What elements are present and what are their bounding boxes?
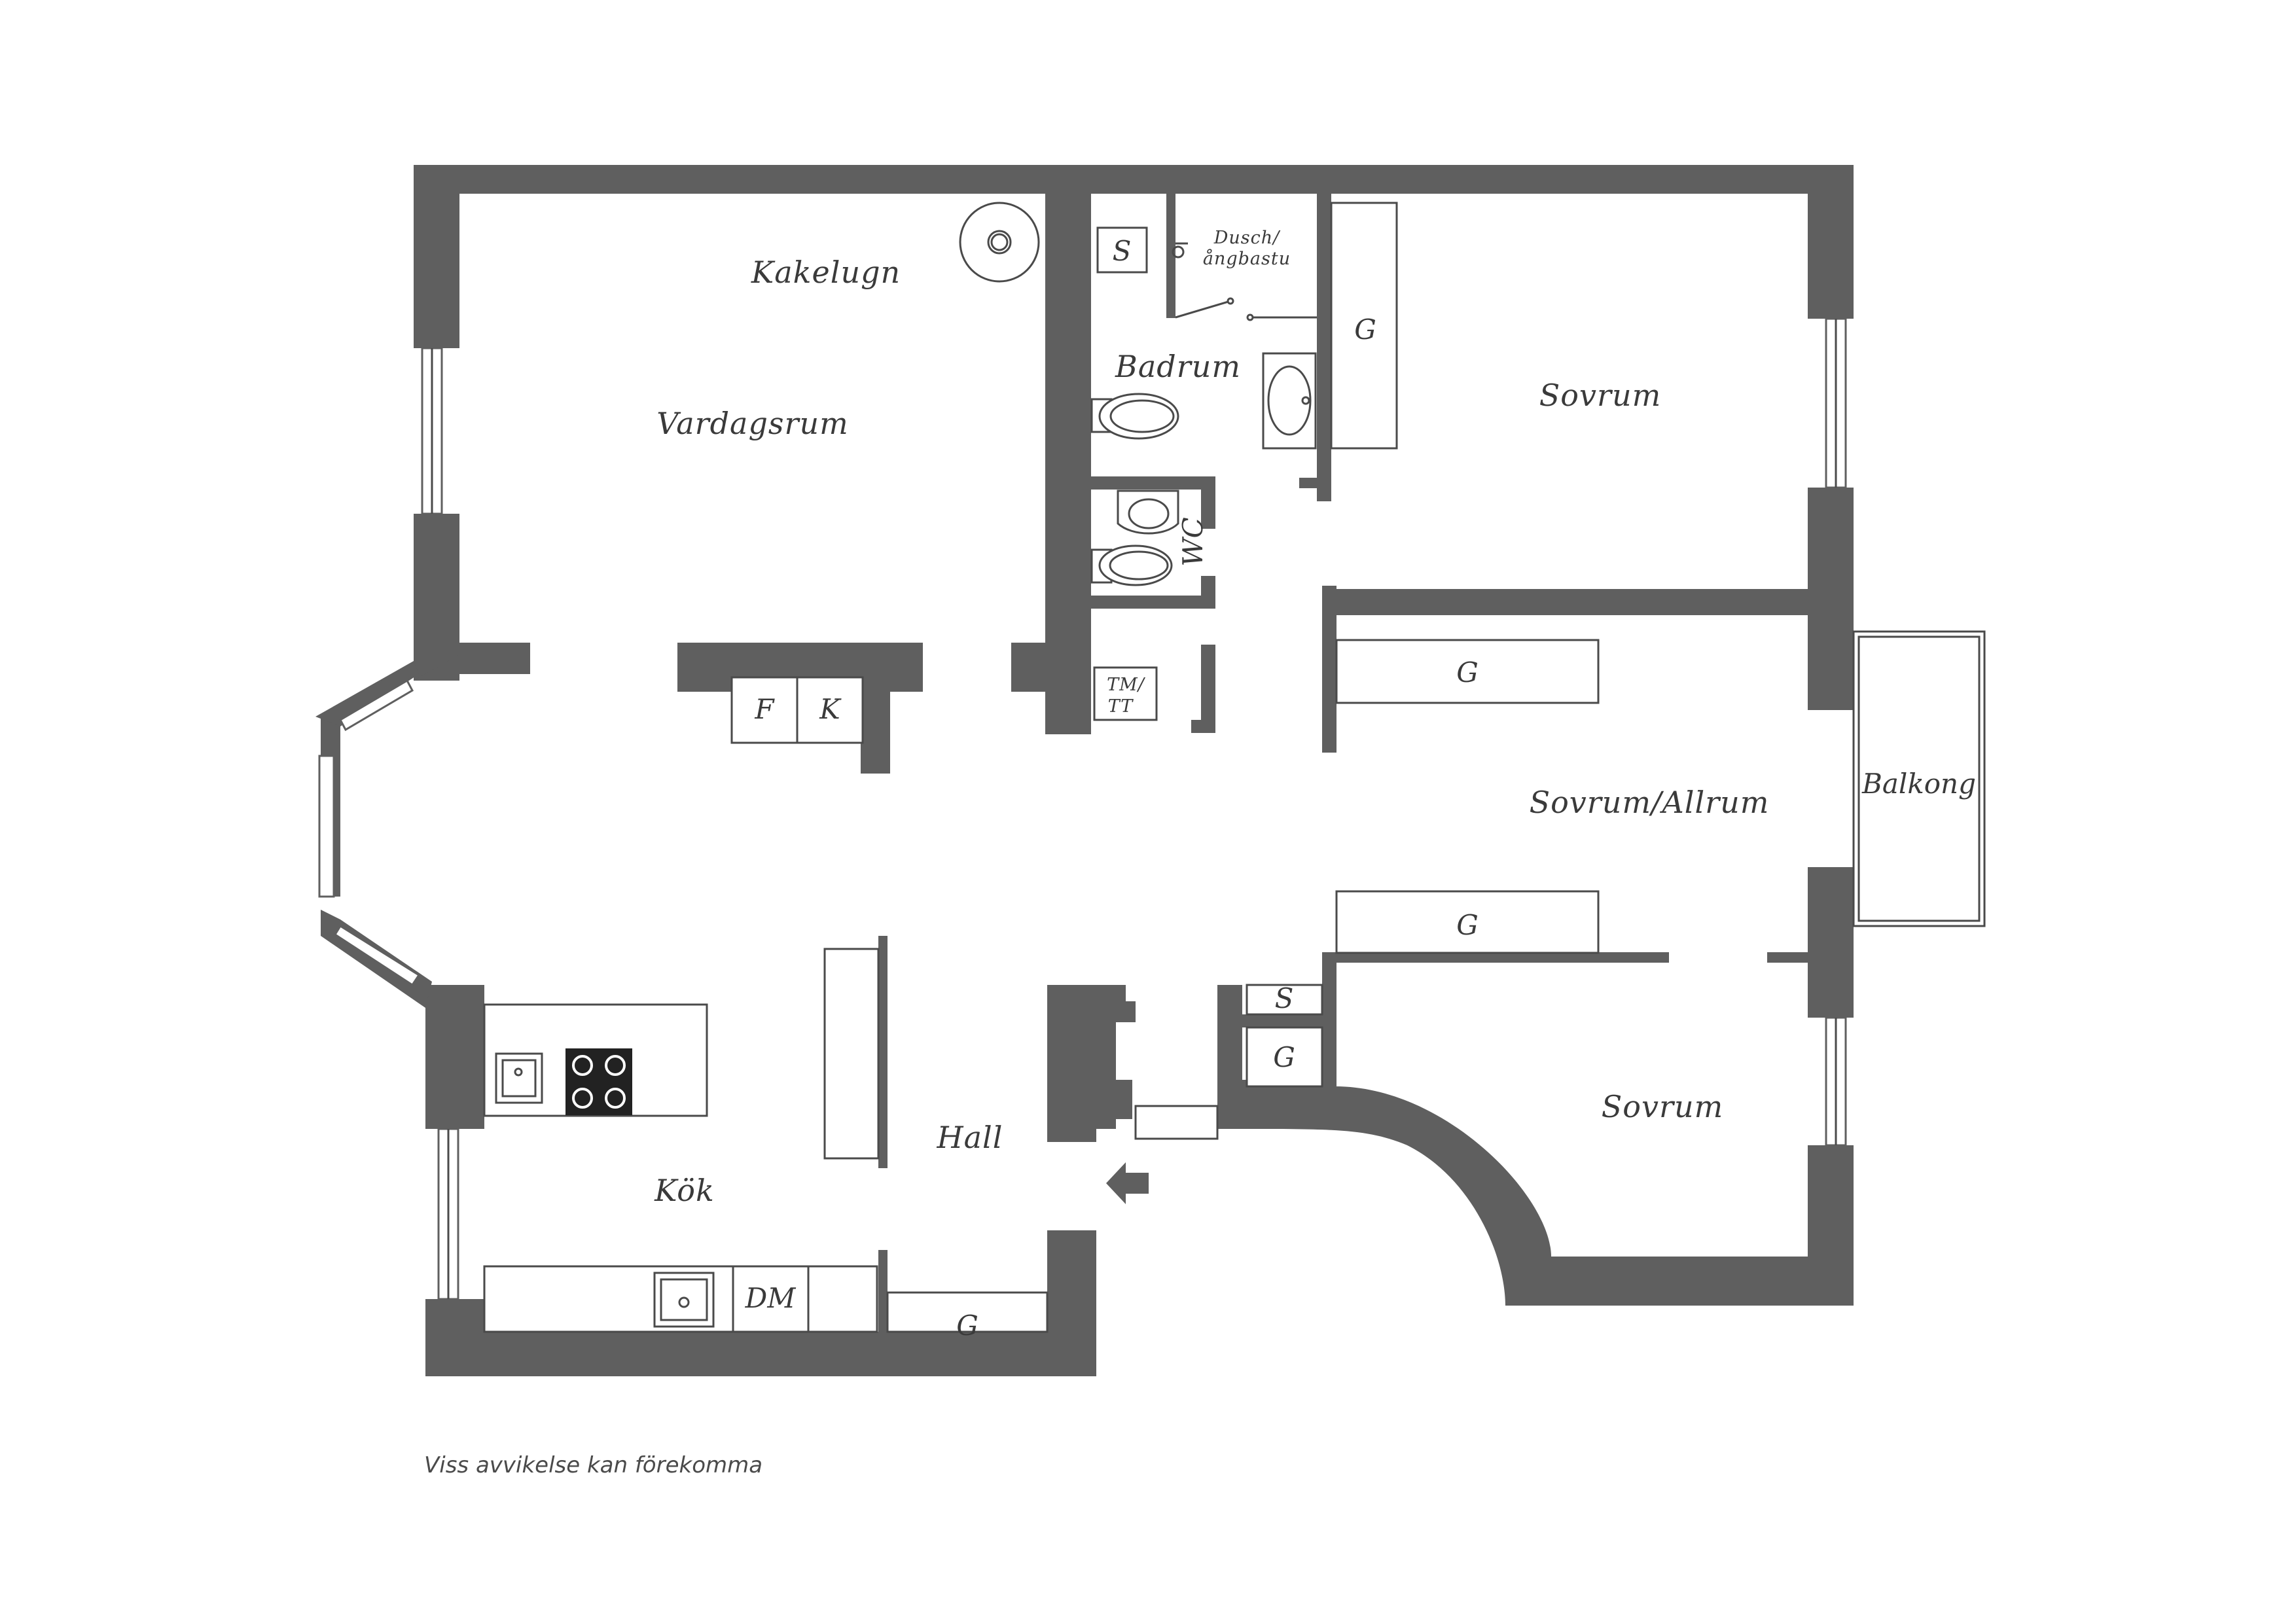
room-label-hall: Hall: [937, 1120, 1003, 1155]
washbasin-icon: [1262, 352, 1317, 450]
entry-arrow-icon: [1106, 1162, 1149, 1204]
label-tm-line1: TM/: [1107, 675, 1146, 695]
room-label-sovrum-top: Sovrum: [1539, 378, 1661, 413]
wc-toilet-icon: [1090, 544, 1173, 586]
room-label-badrum: Badrum: [1115, 349, 1241, 384]
room-label-balkong: Balkong: [1861, 768, 1976, 800]
interior-walls: [677, 165, 1854, 1306]
fixtures: [483, 202, 1600, 1333]
label-dusch-line2: ångbastu: [1203, 248, 1291, 269]
fixture-labels: S G F K TM/ TT G G S G DM G: [745, 235, 1479, 1342]
wc-basin-icon: [1117, 490, 1179, 535]
shower-icon: [1172, 242, 1317, 321]
stove-icon: [565, 1048, 632, 1115]
label-dm: DM: [745, 1282, 797, 1314]
kitchen-sink-icon: [495, 1052, 543, 1104]
label-dusch-line1: Dusch/: [1213, 228, 1281, 248]
windows: [318, 317, 1847, 1300]
label-g-allrum-top: G: [1456, 656, 1479, 688]
room-label-sovrum-allrum: Sovrum/Allrum: [1530, 785, 1770, 820]
kakelugn-stove-icon: [959, 202, 1040, 283]
room-label-wc: WC: [1177, 517, 1209, 566]
label-g-bath: G: [1354, 313, 1376, 346]
room-label-kok: Kök: [654, 1173, 715, 1208]
label-g-allrum-bottom: G: [1456, 909, 1479, 941]
label-tm-line2: TT: [1108, 696, 1134, 717]
label-g-hall: G: [1273, 1041, 1295, 1073]
label-g-entry: G: [956, 1310, 978, 1342]
balcony: [1852, 630, 1986, 927]
label-k: K: [819, 693, 842, 725]
room-label-sovrum-bottom: Sovrum: [1602, 1089, 1723, 1124]
lower-sink-icon: [653, 1272, 715, 1328]
room-labels: Vardagsrum Kakelugn Badrum Dusch/ ångbas…: [654, 228, 1976, 1208]
disclaimer-note: Viss avvikelse kan förekomma: [424, 1452, 762, 1478]
label-s-hall: S: [1275, 982, 1294, 1014]
toilet-icon: [1090, 393, 1179, 440]
label-f: F: [754, 693, 775, 725]
label-kakelugn: Kakelugn: [751, 255, 901, 290]
room-label-vardagsrum: Vardagsrum: [656, 406, 849, 441]
label-s-bath: S: [1113, 235, 1132, 267]
